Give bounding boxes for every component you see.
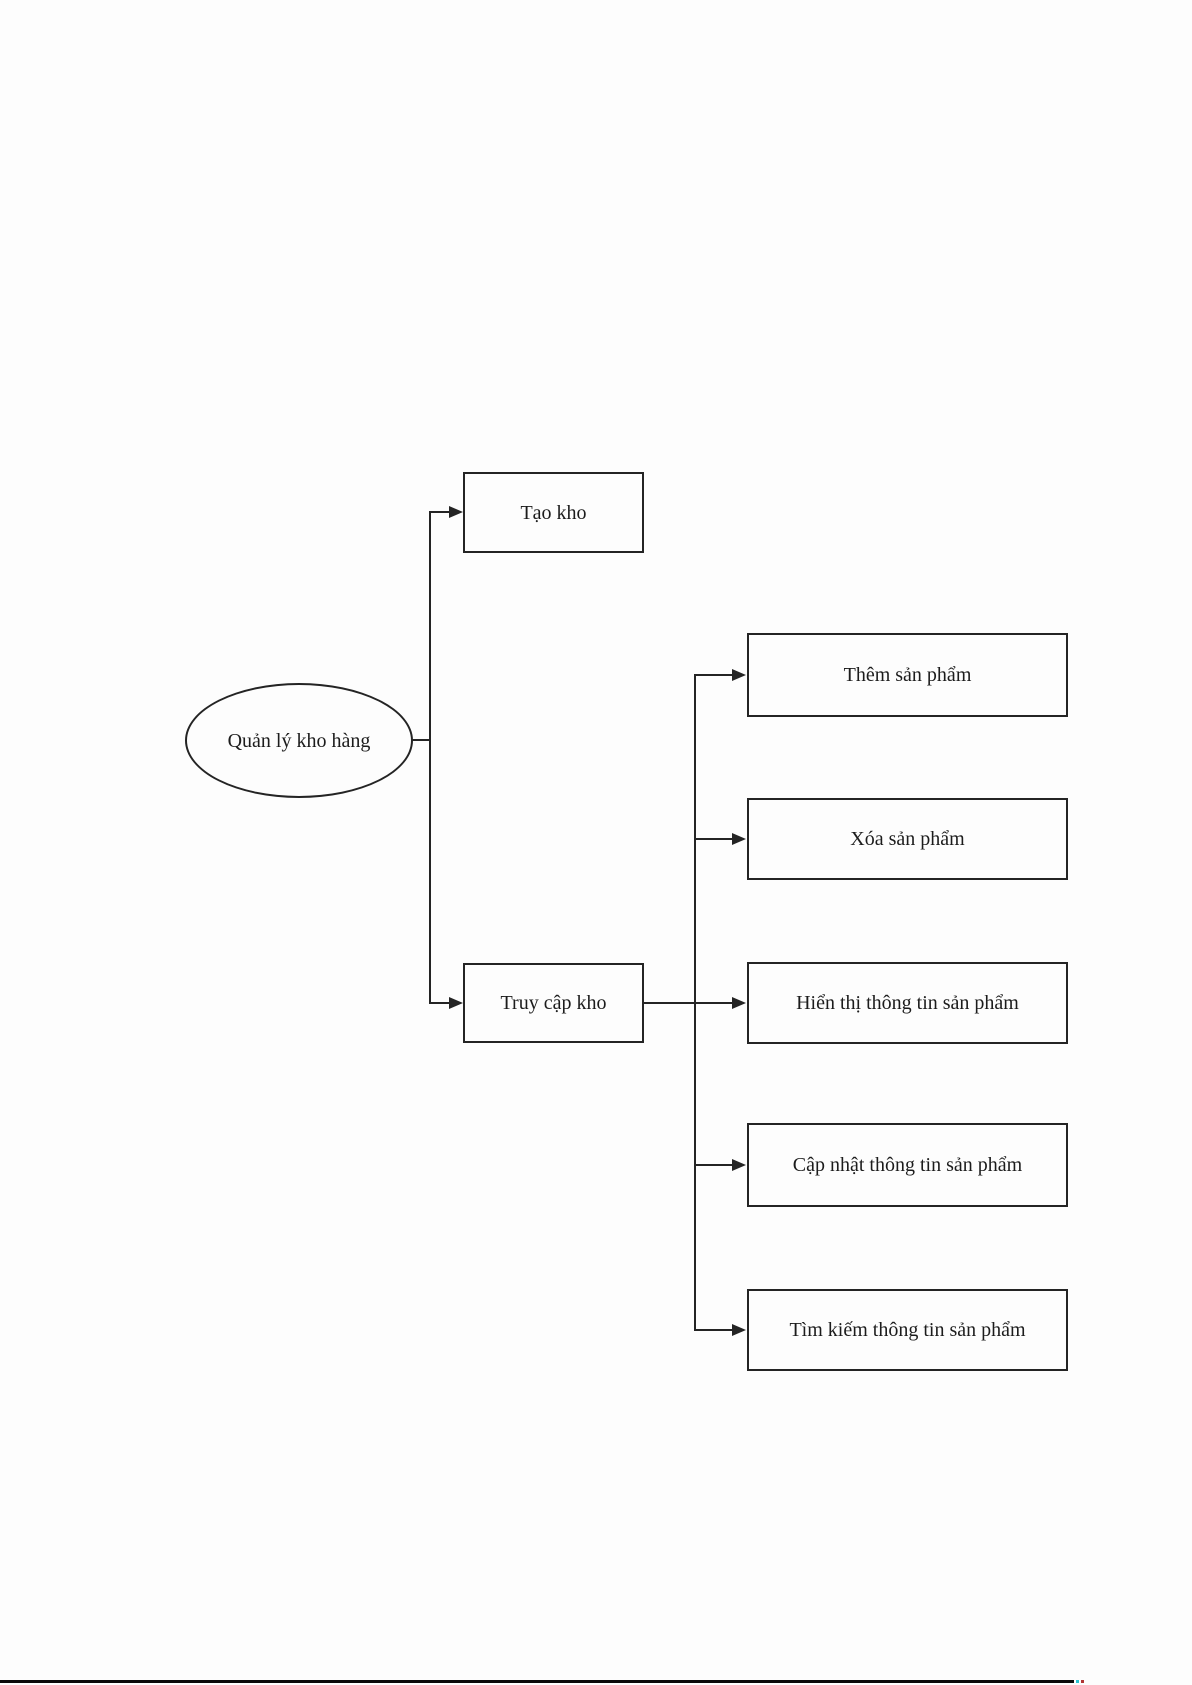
connector-to-tim-kiem: [694, 1329, 732, 1331]
root-ellipse-node: Quản lý kho hàng: [185, 683, 413, 798]
bottom-bar-cyan-marker: [1076, 1680, 1079, 1683]
node-truy-cap-kho: Truy cập kho: [463, 963, 644, 1043]
node-tao-kho-label: Tạo kho: [520, 501, 587, 524]
node-tim-kiem-thong-tin: Tìm kiếm thông tin sản phẩm: [747, 1289, 1068, 1371]
root-node-label: Quản lý kho hàng: [227, 729, 371, 752]
arrowhead-hien-thi-icon: [732, 997, 746, 1009]
connector-trunk-left: [429, 512, 431, 1004]
node-cap-nhat-thong-tin-label: Cập nhật thông tin sản phẩm: [792, 1154, 1023, 1176]
arrowhead-them-san-pham-icon: [732, 669, 746, 681]
bottom-progress-bar: [0, 1680, 1074, 1683]
connector-to-tao-kho: [429, 511, 449, 513]
arrowhead-xoa-san-pham-icon: [732, 833, 746, 845]
node-cap-nhat-thong-tin: Cập nhật thông tin sản phẩm: [747, 1123, 1068, 1207]
node-them-san-pham: Thêm sản phẩm: [747, 633, 1068, 717]
connector-to-xoa-san-pham: [694, 838, 732, 840]
connector-root-stub: [411, 739, 431, 741]
connector-truy-cap-to-hien-thi: [643, 1002, 732, 1004]
connector-to-them-san-pham: [694, 674, 732, 676]
bottom-bar-red-marker: [1081, 1680, 1084, 1683]
arrowhead-truy-cap-kho-icon: [449, 997, 463, 1009]
arrowhead-tim-kiem-icon: [732, 1324, 746, 1336]
node-truy-cap-kho-label: Truy cập kho: [500, 992, 607, 1014]
node-xoa-san-pham: Xóa sản phẩm: [747, 798, 1068, 880]
node-tim-kiem-thong-tin-label: Tìm kiếm thông tin sản phẩm: [789, 1319, 1026, 1341]
node-tao-kho: Tạo kho: [463, 472, 644, 553]
node-hien-thi-thong-tin-label: Hiển thị thông tin sản phẩm: [796, 992, 1019, 1014]
connector-to-truy-cap-kho: [429, 1002, 449, 1004]
connector-trunk-right: [694, 674, 696, 1331]
node-hien-thi-thong-tin: Hiển thị thông tin sản phẩm: [747, 962, 1068, 1044]
node-xoa-san-pham-label: Xóa sản phẩm: [850, 828, 965, 850]
node-them-san-pham-label: Thêm sản phẩm: [843, 664, 972, 686]
arrowhead-cap-nhat-icon: [732, 1159, 746, 1171]
arrowhead-tao-kho-icon: [449, 506, 463, 518]
connector-to-cap-nhat: [694, 1164, 732, 1166]
